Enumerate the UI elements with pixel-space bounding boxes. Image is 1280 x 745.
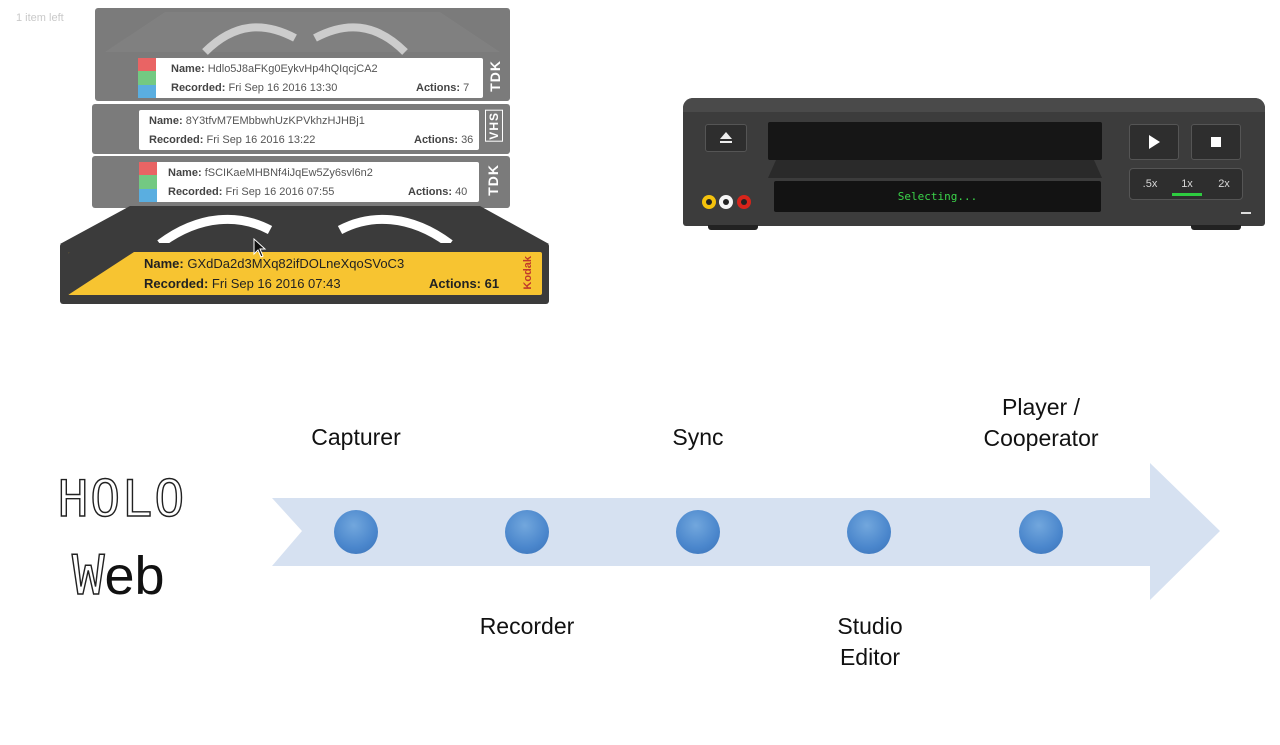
stage-player-cooperator: Player / Cooperator bbox=[983, 394, 1099, 451]
web-logo-w: W bbox=[71, 544, 105, 607]
white-jack-icon bbox=[719, 195, 733, 209]
vcr-player: Selecting... .5x 1x 2x bbox=[683, 98, 1265, 230]
web-logo: Web bbox=[71, 546, 165, 606]
stop-icon bbox=[1211, 137, 1221, 147]
stage-capturer: Capturer bbox=[311, 424, 401, 450]
holo-logo: HOLO bbox=[57, 470, 187, 528]
stop-button[interactable] bbox=[1191, 124, 1241, 160]
tape-cassette[interactable]: Name: Hdlo5J8aFKg0EykvHp4hQIqcjCA2 Recor… bbox=[95, 8, 510, 101]
tape-slot bbox=[768, 122, 1102, 160]
speed-2x-button[interactable]: 2x bbox=[1218, 178, 1230, 190]
timeline-dot-studio-editor bbox=[847, 510, 891, 554]
tape-recorded: Fri Sep 16 2016 13:22 bbox=[206, 134, 316, 146]
timeline-dot-capturer bbox=[334, 510, 378, 554]
eject-icon bbox=[720, 132, 732, 143]
tape-brand: TDK bbox=[485, 164, 501, 196]
tape-actions-label: Actions: bbox=[408, 186, 452, 198]
tape-actions: 36 bbox=[461, 134, 474, 146]
stage-sync: Sync bbox=[672, 424, 724, 450]
tape-actions: 40 bbox=[455, 186, 468, 198]
tape-actions: 61 bbox=[484, 276, 500, 291]
red-jack-icon bbox=[737, 195, 751, 209]
tape-cassette[interactable]: Name: fSCIKaeMHBNf4iJqEw5Zy6svl6n2 Recor… bbox=[92, 156, 510, 208]
stage-studio-editor: Studio Editor bbox=[837, 613, 903, 670]
eject-button[interactable] bbox=[705, 124, 747, 152]
tape-actions-label: Actions: bbox=[414, 134, 458, 146]
tape-brand: TDK bbox=[487, 60, 503, 92]
tape-name: 8Y3tfvM7EMbbwhUzKPVkhzHJHBj1 bbox=[185, 115, 365, 127]
power-led-icon bbox=[1241, 212, 1251, 214]
tape-recorded-label: Recorded: bbox=[171, 82, 226, 94]
web-logo-rest: eb bbox=[104, 546, 165, 606]
tape-recorded-label: Recorded: bbox=[168, 186, 223, 198]
timeline-dot-sync bbox=[676, 510, 720, 554]
tape-name: fSCIKaeMHBNf4iJqEw5Zy6svl6n2 bbox=[204, 167, 373, 179]
speed-selected-indicator bbox=[1172, 193, 1202, 196]
tape-name-label: Name: bbox=[144, 256, 184, 271]
timeline-dot-player-cooperator bbox=[1019, 510, 1063, 554]
tape-actions-label: Actions: bbox=[416, 82, 460, 94]
tape-name-label: Name: bbox=[171, 63, 205, 75]
tape-recorded: Fri Sep 16 2016 13:30 bbox=[228, 82, 338, 94]
speed-half-button[interactable]: .5x bbox=[1142, 178, 1158, 190]
yellow-jack-icon bbox=[702, 195, 716, 209]
timeline-arrow bbox=[272, 463, 1220, 600]
tape-cassette[interactable]: Name: 8Y3tfvM7EMbbwhUzKPVkhzHJHBj1 Recor… bbox=[92, 104, 510, 154]
tape-actions: 7 bbox=[463, 82, 470, 94]
tape-cassette-selected[interactable]: Name: GXdDa2d3MXq82ifDOLneXqoSVoC3 Recor… bbox=[60, 243, 549, 304]
tape-name: Hdlo5J8aFKg0EykvHp4hQIqcjCA2 bbox=[207, 63, 378, 75]
stage-recorder: Recorder bbox=[479, 613, 575, 639]
mouse-cursor-icon bbox=[253, 238, 267, 258]
timeline-dot-recorder bbox=[505, 510, 549, 554]
speed-1x-button[interactable]: 1x bbox=[1181, 178, 1193, 190]
tape-name: GXdDa2d3MXq82ifDOLneXqoSVoC3 bbox=[187, 256, 405, 271]
tape-recorded: Fri Sep 16 2016 07:55 bbox=[225, 186, 335, 198]
tape-recorded-label: Recorded: bbox=[149, 134, 204, 146]
items-left-text: 1 item left bbox=[16, 12, 64, 24]
tape-brand: VHS bbox=[485, 110, 503, 142]
tape-reel-icon bbox=[105, 12, 500, 55]
tape-brand: Kodak bbox=[522, 256, 534, 290]
tape-stack: 1 item left Name: Hdlo5J8aFKg0EykvHp4hQI… bbox=[0, 0, 590, 330]
tape-reel-icon bbox=[60, 206, 549, 246]
tape-actions-label: Actions: bbox=[429, 276, 481, 291]
play-icon bbox=[1149, 135, 1160, 149]
tape-recorded: Fri Sep 16 2016 07:43 bbox=[211, 276, 341, 291]
status-display: Selecting... bbox=[774, 181, 1101, 212]
play-button[interactable] bbox=[1129, 124, 1179, 160]
tape-recorded-label: Recorded: bbox=[144, 276, 209, 291]
tape-name-label: Name: bbox=[149, 115, 183, 127]
tape-name-label: Name: bbox=[168, 167, 202, 179]
